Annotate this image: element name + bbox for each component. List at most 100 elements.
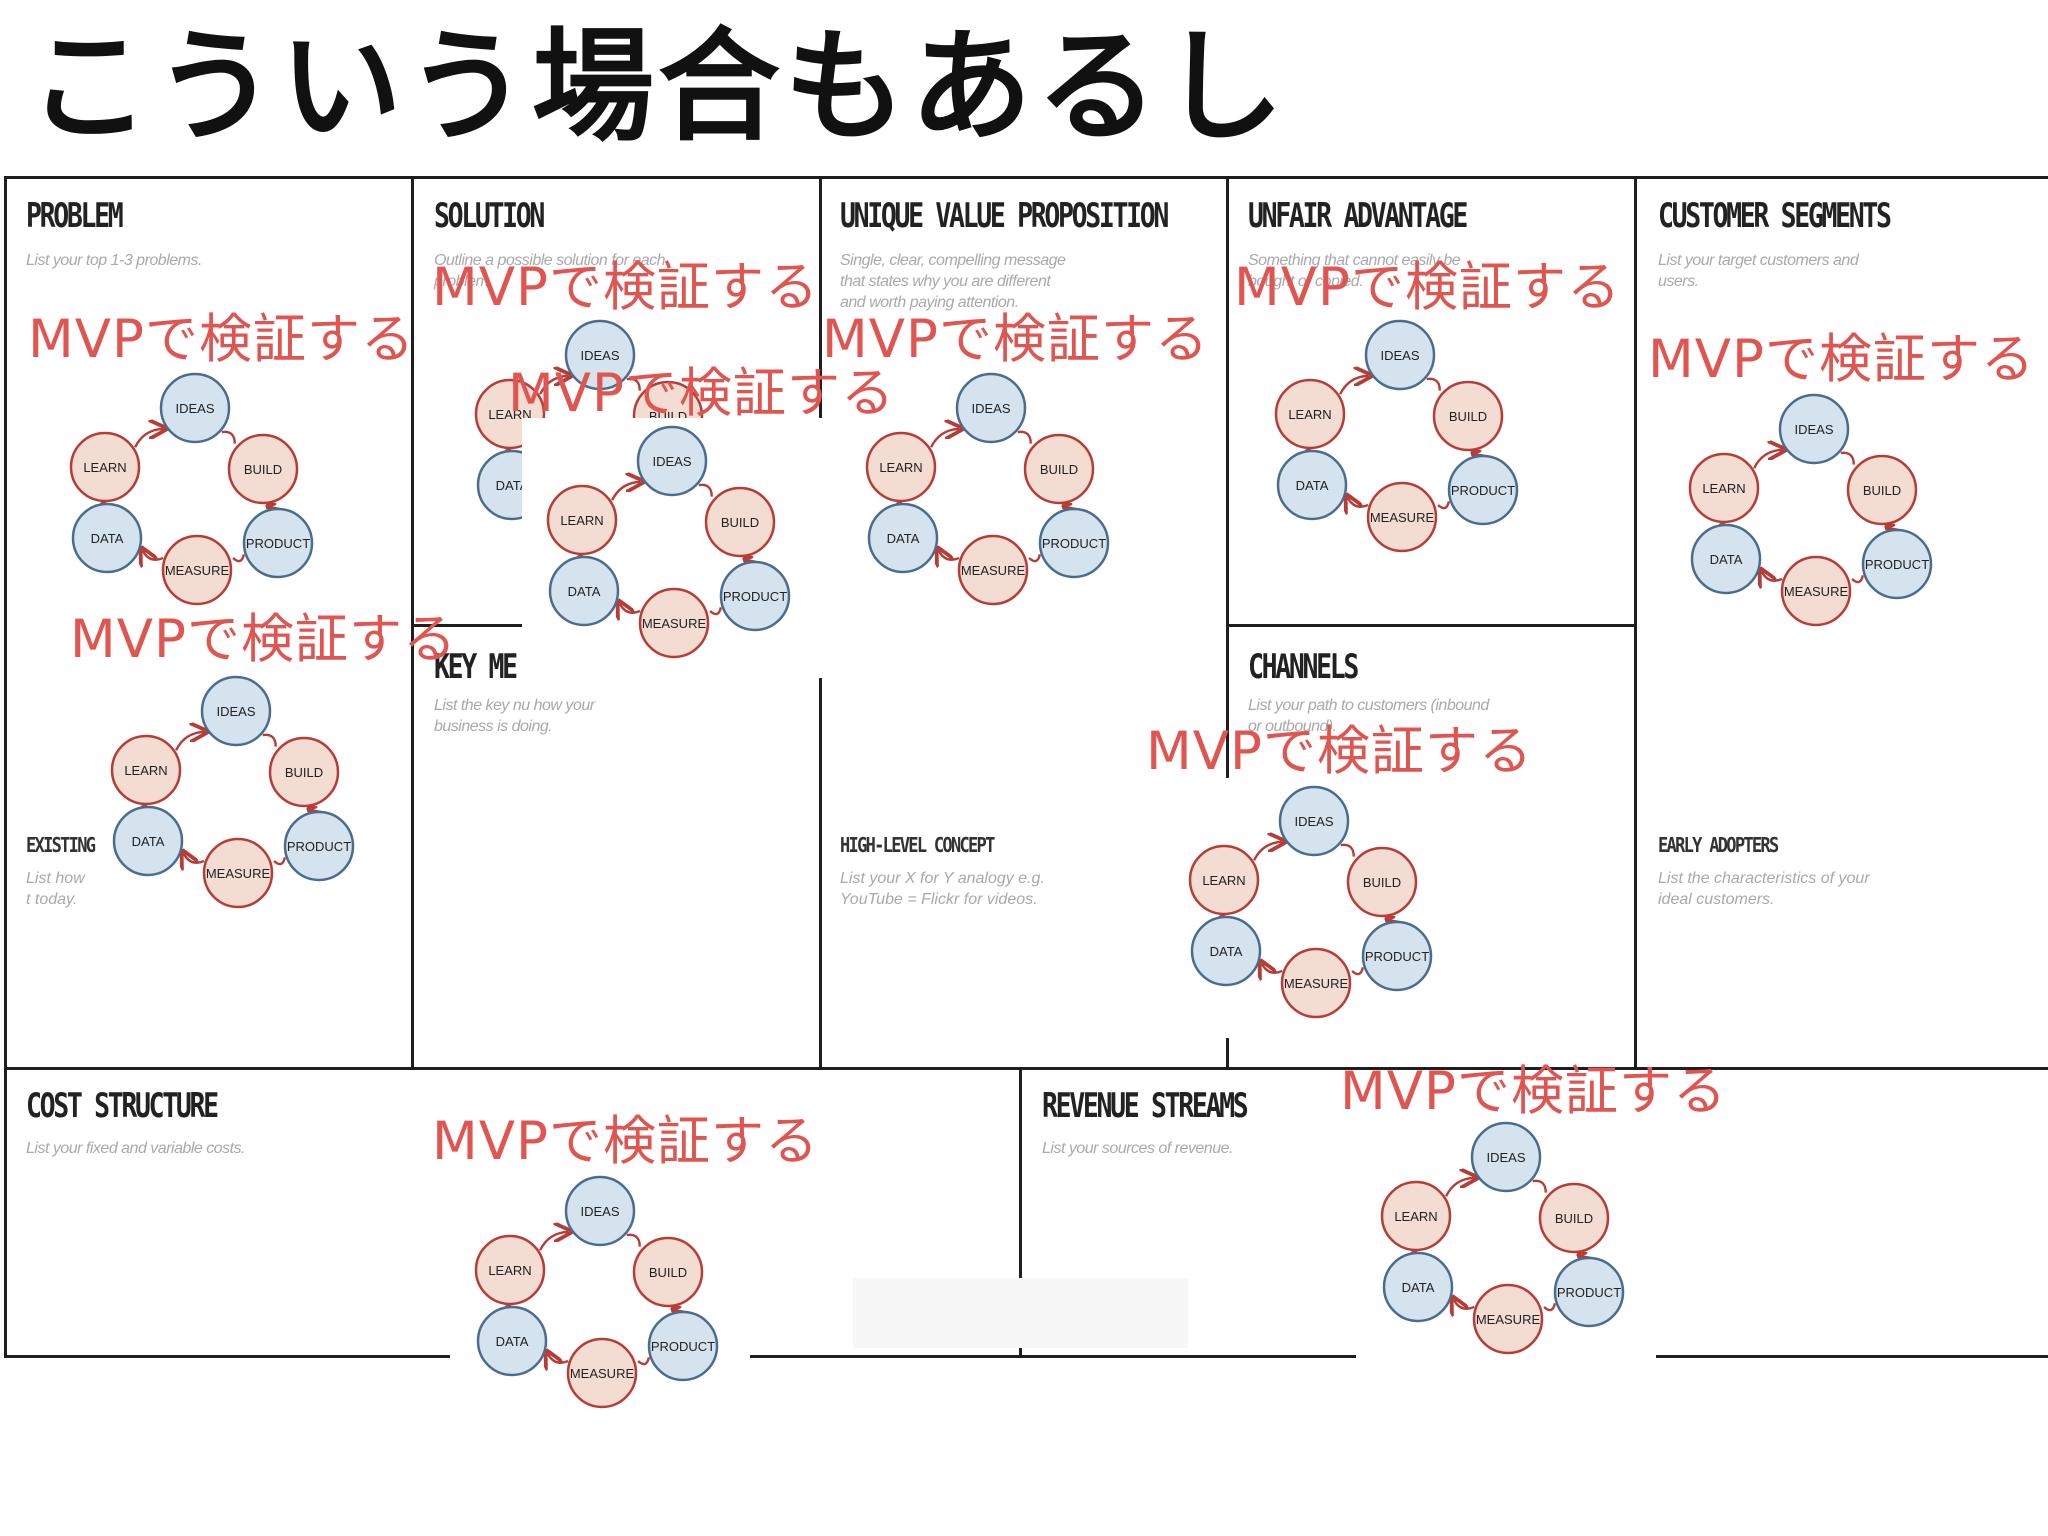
- cycle-node-ideas: IDEAS: [1364, 319, 1436, 391]
- cycle-arrow: [1475, 451, 1480, 453]
- cycle-node-product: PRODUCT: [283, 810, 355, 882]
- cycle-node-circle: [110, 734, 182, 806]
- cycle-node-circle: [1361, 920, 1433, 992]
- key-metrics-title: KEY ME: [434, 647, 518, 687]
- cycle-node-circle: [719, 560, 791, 632]
- cycle-node-label: DATA: [887, 531, 920, 546]
- cycle-node-circle: [1861, 528, 1933, 600]
- cycle-node-label: BUILD: [285, 765, 323, 780]
- cycle-node-label: IDEAS: [175, 401, 214, 416]
- cycle-arrow: [262, 733, 277, 747]
- cycle-arrow: [1454, 1300, 1475, 1309]
- cycle-node-ideas: IDEAS: [159, 372, 231, 444]
- high-level-concept-title: HIGH-LEVEL CONCEPT: [840, 833, 995, 857]
- channels-desc: List your path to customers (inbound or …: [1248, 697, 1489, 735]
- cycle-node-label: BUILD: [1040, 462, 1078, 477]
- cycle-arrow: [184, 854, 205, 863]
- cycle-node-circle: [1380, 1180, 1452, 1252]
- problem-title: PROBLEM: [26, 196, 124, 236]
- cycle-node-learn: LEARN: [474, 1234, 546, 1306]
- cycle-node-label: IDEAS: [1486, 1150, 1525, 1165]
- cycle-node-data: DATA: [1190, 915, 1262, 987]
- cost-structure-title: COST STRUCTURE: [26, 1086, 219, 1126]
- cycle-node-ideas: IDEAS: [636, 425, 708, 497]
- cycle-node-circle: [564, 1175, 636, 1247]
- cycle-node-circle: [112, 805, 184, 877]
- cycle-node-circle: [1470, 1121, 1542, 1193]
- cycle-node-product: PRODUCT: [1038, 507, 1110, 579]
- cycle-node-label: LEARN: [1202, 873, 1245, 888]
- cycle-arrow: [143, 551, 164, 560]
- mvp-label: MVPで検証する: [432, 1111, 819, 1172]
- cycle-arrow: [1348, 498, 1369, 507]
- cycle-arrow: [675, 1307, 680, 1309]
- cycle-node-label: IDEAS: [652, 454, 691, 469]
- cycle-node-circle: [1778, 393, 1850, 465]
- cycle-node-circle: [268, 736, 340, 808]
- cycle-node-ideas: IDEAS: [955, 372, 1027, 444]
- cycle-arrow: [270, 504, 275, 506]
- cycle-node-label: PRODUCT: [1557, 1285, 1621, 1300]
- cycle-node-circle: [1023, 433, 1095, 505]
- cycle-node-label: DATA: [91, 531, 124, 546]
- cycle-node-product: PRODUCT: [719, 560, 791, 632]
- cycle-node-ideas: IDEAS: [1278, 785, 1350, 857]
- cycle-node-circle: [1188, 844, 1260, 916]
- cycle-node-label: DATA: [132, 834, 165, 849]
- cycle-node-ideas: IDEAS: [564, 319, 636, 391]
- cycle-node-label: DATA: [1710, 552, 1743, 567]
- cycle-node-product: PRODUCT: [1447, 454, 1519, 526]
- cycle-arrow: [637, 1357, 651, 1366]
- cycle-arrow: [747, 557, 752, 559]
- cycle-arrow: [620, 604, 641, 613]
- cycle-arrow: [1851, 575, 1865, 584]
- cycle-node-circle: [865, 431, 937, 503]
- cycle-node-circle: [1346, 846, 1418, 918]
- cycle-node-circle: [159, 372, 231, 444]
- cycle-node-measure: MEASURE: [202, 837, 274, 909]
- cycle-node-data: DATA: [1382, 1251, 1454, 1323]
- cycle-node-learn: LEARN: [1188, 844, 1260, 916]
- cycle-node-product: PRODUCT: [647, 1310, 719, 1382]
- cycle-node-circle: [647, 1310, 719, 1382]
- cycle-node-data: DATA: [548, 555, 620, 627]
- cycle-node-label: BUILD: [1363, 875, 1401, 890]
- cycle-arrow: [1066, 504, 1071, 506]
- cycle-node-label: LEARN: [560, 513, 603, 528]
- grid-line-v-lower: [1019, 1067, 1022, 1357]
- cycle-node-product: PRODUCT: [1553, 1256, 1625, 1328]
- cycle-node-label: PRODUCT: [1865, 557, 1929, 572]
- cycle-node-label: LEARN: [1394, 1209, 1437, 1224]
- cycle-node-label: MEASURE: [1784, 584, 1849, 599]
- cycle-node-label: MEASURE: [642, 616, 707, 631]
- cycle-arrow: [709, 607, 723, 616]
- cycle-arrow: [175, 732, 204, 751]
- cycle-node-label: IDEAS: [1794, 422, 1833, 437]
- cycle-node-circle: [566, 1337, 638, 1409]
- cycle-node-learn: LEARN: [110, 734, 182, 806]
- cycle-node-circle: [1364, 319, 1436, 391]
- cycle-node-circle: [242, 507, 314, 579]
- cycle-node-circle: [1690, 523, 1762, 595]
- cycle-node-learn: LEARN: [865, 431, 937, 503]
- cycle-arrow: [1437, 501, 1451, 510]
- cycle-node-circle: [1780, 555, 1852, 627]
- cycle-node-label: MEASURE: [1284, 976, 1349, 991]
- cycle-arrow: [611, 482, 640, 501]
- cycle-arrow: [1532, 1179, 1547, 1193]
- cycle-arrow: [1253, 842, 1282, 861]
- cycle-arrow: [539, 376, 568, 395]
- mvp-label: MVPで検証する: [822, 309, 1209, 370]
- cycle-node-learn: LEARN: [1274, 378, 1346, 450]
- cycle-node-circle: [1846, 454, 1918, 526]
- cycle-node-label: BUILD: [1863, 483, 1901, 498]
- cycle-node-learn: LEARN: [69, 431, 141, 503]
- cycle-node-label: IDEAS: [1380, 348, 1419, 363]
